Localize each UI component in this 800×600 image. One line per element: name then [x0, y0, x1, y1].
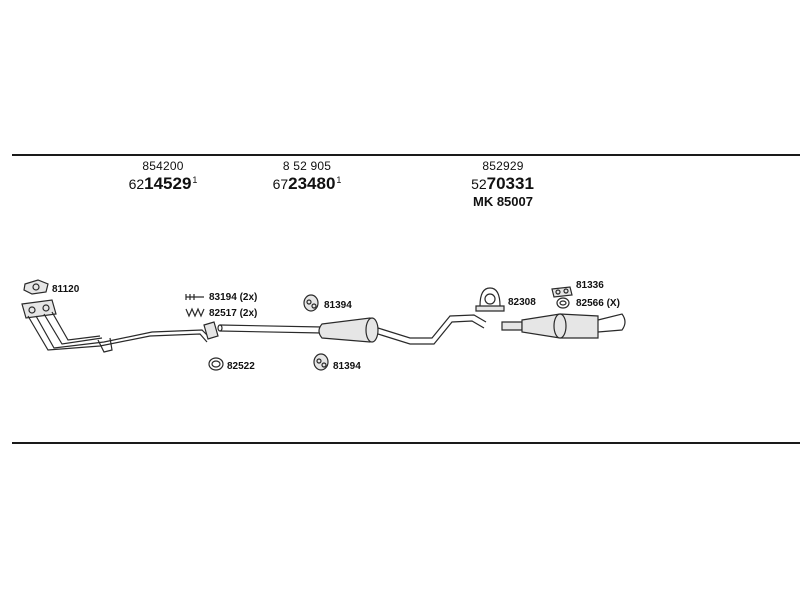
- part-group-front-pipe: 854200 62145291: [118, 160, 208, 193]
- label-clamp: 82308: [508, 297, 536, 308]
- ref-number: 8 52 905: [282, 159, 332, 173]
- mounting-kit-number: MK 85007: [473, 194, 533, 209]
- label-ring-82522: 82522: [227, 361, 255, 372]
- label-gasket-front: 81120: [52, 284, 80, 295]
- part-group-rear-silencer: 852929 5270331 MK 85007: [458, 160, 548, 208]
- ring-82522-icon: [208, 357, 224, 371]
- middle-pipe-icon: [217, 324, 323, 334]
- gasket-front-icon: [23, 279, 49, 295]
- spring-icon: [185, 307, 205, 318]
- ref-number: 852929: [482, 159, 524, 173]
- ref-number: 854200: [142, 159, 184, 173]
- part-number: 62145291: [128, 174, 198, 193]
- part-group-middle-silencer: 8 52 905 67234801: [262, 160, 352, 193]
- bottom-divider-line: [12, 442, 800, 444]
- pipe-flange-icon: [203, 321, 219, 340]
- top-divider-line: [12, 154, 800, 156]
- label-rubber-lower: 81394: [333, 361, 361, 372]
- label-mount-rear: 81336: [576, 280, 604, 291]
- ring-rear-icon: [556, 297, 570, 309]
- part-number: 67234801: [272, 174, 342, 193]
- front-pipe-icon: [27, 311, 209, 353]
- label-spring: 82517 (2x): [209, 308, 257, 319]
- spring-bolt-icon: [185, 294, 204, 300]
- rear-silencer-icon: [501, 313, 626, 339]
- rubber-mount-lower-icon: [313, 353, 329, 371]
- part-number: 5270331: [471, 174, 534, 193]
- middle-silencer-icon: [318, 314, 487, 345]
- manifold-flange-icon: [21, 299, 57, 319]
- label-rubber-upper: 81394: [324, 300, 352, 311]
- label-ring-rear: 82566 (X): [576, 298, 620, 309]
- rubber-mount-upper-icon: [303, 294, 319, 312]
- rear-mount-icon: [551, 286, 573, 298]
- label-spring-bolt: 83194 (2x): [209, 292, 257, 303]
- clamp-icon: [475, 287, 505, 312]
